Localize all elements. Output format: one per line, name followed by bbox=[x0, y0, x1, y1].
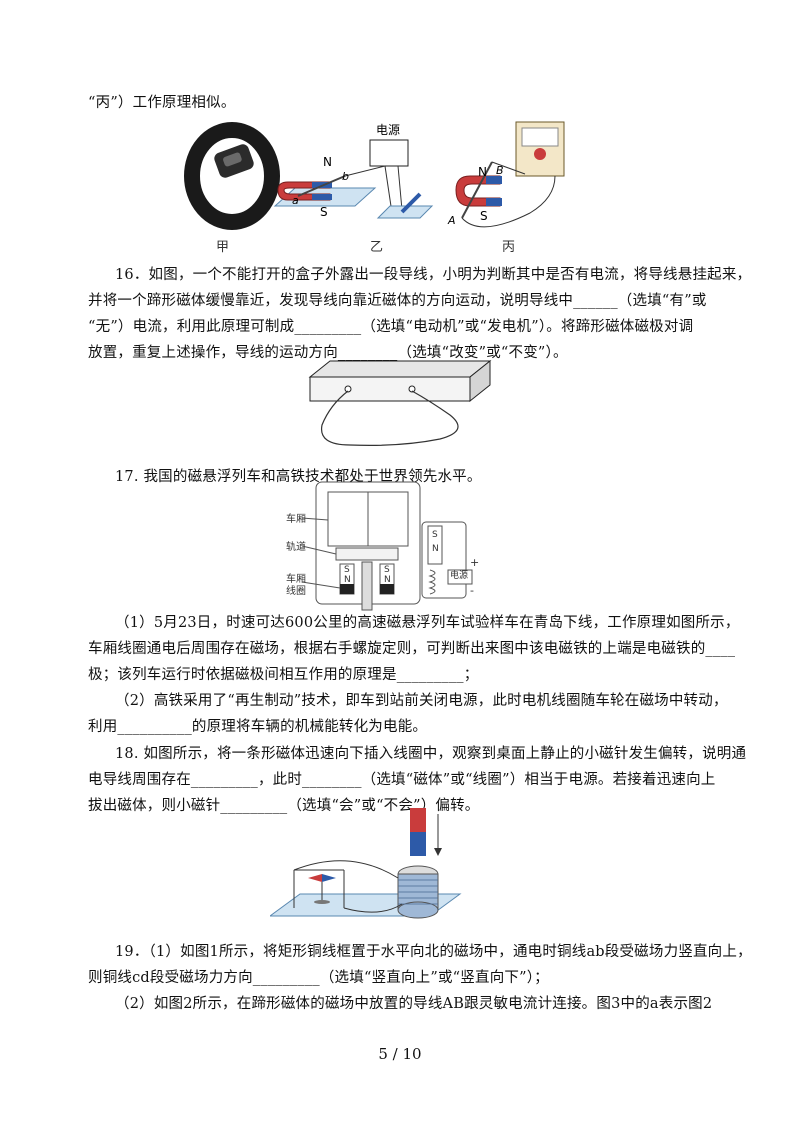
figure-maglev bbox=[282, 478, 482, 618]
point-A-label: A bbox=[447, 214, 456, 227]
s-pole-label-2: S bbox=[480, 209, 488, 223]
pole-s-left: S bbox=[344, 565, 350, 575]
maglev-illustration bbox=[301, 481, 473, 611]
point-b-label: b bbox=[342, 170, 349, 183]
text-line: “丙”）工作原理相似。 bbox=[88, 95, 236, 111]
caption-yi: 乙 bbox=[370, 240, 384, 255]
caption-bing: 丙 bbox=[502, 240, 516, 255]
pole-n-right: N bbox=[432, 544, 439, 554]
pole-n-mid: N bbox=[384, 575, 391, 585]
question-17-1-line-1: （1）5月23日，时速可达600公里的高速磁悬浮列车试验样车在青岛下线，工作原理… bbox=[115, 615, 740, 631]
pole-s-right: S bbox=[432, 530, 438, 540]
question-16-line-1: 16．如图，一个不能打开的盒子外露出一段导线，小明为判断其中是否有电流，将导线悬… bbox=[115, 267, 752, 283]
question-18-line-1: 18. 如图所示，将一条形磁体迅速向下插入线圈中，观察到桌面上静止的小磁针发生偏… bbox=[115, 746, 747, 762]
label-coil-2: 线圈 bbox=[286, 586, 306, 597]
page-number: 5 / 10 bbox=[378, 1045, 422, 1063]
question-16-line-2: 并将一个蹄形磁体缓慢靠近，发现导线向靠近磁体的方向运动，说明导线中______（… bbox=[88, 293, 707, 309]
question-19-1-line-2: 则铜线cd段受磁场力方向_________（选填“竖直向上”或“竖直向下”）； bbox=[88, 970, 549, 986]
point-a-label: a bbox=[292, 194, 299, 207]
point-B-label: B bbox=[496, 164, 504, 177]
label-power: 电源 bbox=[450, 571, 469, 581]
question-16-line-4: 放置，重复上述操作，导线的运动方向________（选填“改变”或“不变”）。 bbox=[88, 345, 568, 361]
magnet-coil-illustration bbox=[268, 808, 462, 919]
question-19-1-line-1: 19．（1）如图1所示，将矩形铜线框置于水平向北的磁场中，通电时铜线ab段受磁场… bbox=[115, 944, 752, 960]
pole-s-mid: S bbox=[384, 565, 390, 575]
label-track: 轨道 bbox=[286, 542, 306, 553]
question-17-2-line-1: （2）高铁采用了“再生制动”技术，即车到站前关闭电源，此时电机线圈随车轮在磁场中… bbox=[115, 693, 728, 709]
wristband-image bbox=[184, 122, 280, 230]
n-pole-label-2: N bbox=[478, 165, 487, 179]
figure-box-wire bbox=[300, 355, 500, 455]
label-coil-1: 车厢 bbox=[286, 574, 306, 585]
label-carriage: 车厢 bbox=[286, 514, 306, 525]
question-18-line-2: 电导线周围存在_________，此时________（选填“磁体”或“线圈”）… bbox=[88, 772, 716, 788]
motor-setup-image bbox=[273, 139, 434, 219]
question-17-1-line-2: 车厢线圈通电后周围存在磁场，根据右手螺旋定则，可判断出来图中该电磁铁的上端是电磁… bbox=[88, 641, 736, 657]
figure-magnet-coil bbox=[268, 808, 470, 934]
question-17-2-line-2: 利用__________的原理将车辆的机械能转化为电能。 bbox=[88, 719, 428, 735]
power-label: 电源 bbox=[376, 123, 400, 137]
minus-sign: - bbox=[470, 584, 474, 597]
question-16-line-3: “无”）电流，利用此原理可制成_________（选填“电动机”或“发电机”）。… bbox=[88, 319, 694, 335]
question-17-line: 17. 我国的磁悬浮列车和高铁技术都处于世界领先水平。 bbox=[115, 469, 482, 485]
devices-illustration: N S b a 电源 N S B A bbox=[184, 121, 565, 230]
question-17-1-line-3: 极；该列车运行时依据磁极间相互作用的原理是_________； bbox=[88, 667, 479, 683]
question-18-line-3: 拔出磁体，则小磁针_________（选填“会”或“不会”）偏转。 bbox=[88, 798, 480, 814]
pole-n-left: N bbox=[344, 575, 351, 585]
box-wire-illustration bbox=[308, 359, 492, 446]
generator-setup-image bbox=[455, 121, 565, 228]
figure-devices: N S b a 电源 N S B A bbox=[180, 118, 620, 258]
caption-jia: 甲 bbox=[216, 240, 230, 255]
s-pole-label: S bbox=[320, 205, 328, 219]
question-19-2-line: （2）如图2所示，在蹄形磁体的磁场中放置的导线AB跟灵敏电流计连接。图3中的a表… bbox=[115, 996, 713, 1012]
n-pole-label: N bbox=[323, 155, 332, 169]
plus-sign: + bbox=[470, 556, 480, 569]
